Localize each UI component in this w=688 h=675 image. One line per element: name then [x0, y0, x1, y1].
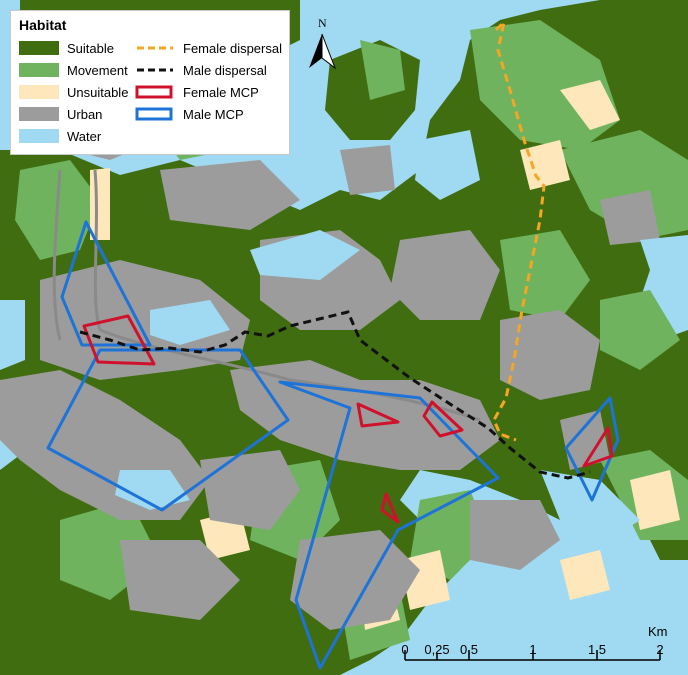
- legend-label-unsuitable: Unsuitable: [67, 84, 129, 100]
- scale-tick-0: 0: [401, 642, 409, 657]
- male-mcp-2: [46, 348, 290, 512]
- legend-item-female-dispersal: Female dispersal: [135, 39, 282, 57]
- inland-water: [0, 130, 688, 540]
- legend-item-water: Water: [19, 127, 101, 145]
- legend-item-movement: Movement: [19, 61, 128, 79]
- legend-item-urban: Urban: [19, 105, 102, 123]
- legend-label-movement: Movement: [67, 62, 128, 78]
- legend-item-unsuitable: Unsuitable: [19, 83, 128, 101]
- legend-label-female-dispersal: Female dispersal: [183, 40, 282, 56]
- swatch-male-mcp: [135, 107, 175, 121]
- male-mcp-1: [60, 220, 152, 347]
- female-mcp-4: [380, 492, 400, 524]
- male-dispersal-path: [79, 310, 591, 480]
- legend-item-male-mcp: Male MCP: [135, 105, 244, 123]
- female-mcp-5: [582, 426, 614, 468]
- scale-bar: Km 0 0,25 0,5 1 1,5 2: [390, 620, 685, 675]
- swatch-female-mcp: [135, 85, 175, 99]
- male-mcp-3: [278, 380, 500, 670]
- legend-label-suitable: Suitable: [67, 40, 114, 56]
- scale-unit: Km: [648, 624, 668, 639]
- swatch-unsuitable: [19, 85, 59, 99]
- female-mcp-polygons: [82, 314, 614, 524]
- male-mcp-polygons: [46, 220, 620, 670]
- female-mcp-1: [82, 314, 156, 366]
- legend-label-female-mcp: Female MCP: [183, 84, 259, 100]
- swatch-suitable: [19, 41, 59, 55]
- swatch-water: [19, 129, 59, 143]
- legend-label-male-mcp: Male MCP: [183, 106, 244, 122]
- legend-label-urban: Urban: [67, 106, 103, 122]
- scale-tick-5: 2: [656, 642, 664, 657]
- scale-tick-1: 0,25: [424, 642, 450, 657]
- legend-label-water: Water: [67, 128, 102, 144]
- swatch-movement: [19, 63, 59, 77]
- north-arrow-icon: [309, 33, 337, 70]
- legend-label-male-dispersal: Male dispersal: [183, 62, 267, 78]
- female-mcp-2: [356, 402, 400, 428]
- female-dispersal-path: [492, 17, 546, 442]
- female-mcp-3: [422, 400, 464, 438]
- swatch-male-dispersal: [135, 63, 175, 77]
- legend-item-female-mcp: Female MCP: [135, 83, 259, 101]
- legend-item-male-dispersal: Male dispersal: [135, 61, 267, 79]
- scale-tick-4: 1,5: [587, 642, 607, 657]
- scale-bar-graphic: [404, 650, 661, 661]
- scale-tick-2: 0,5: [459, 642, 479, 657]
- male-mcp-4: [564, 396, 620, 502]
- legend-item-suitable: Suitable: [19, 39, 114, 57]
- north-arrow: N: [307, 16, 337, 72]
- legend: Habitat Suitable Movement Unsuitable Urb…: [10, 10, 290, 155]
- swatch-urban: [19, 107, 59, 121]
- scale-tick-3: 1: [529, 642, 537, 657]
- swatch-female-dispersal: [135, 41, 175, 55]
- north-label: N: [318, 16, 327, 30]
- legend-title: Habitat: [19, 17, 67, 33]
